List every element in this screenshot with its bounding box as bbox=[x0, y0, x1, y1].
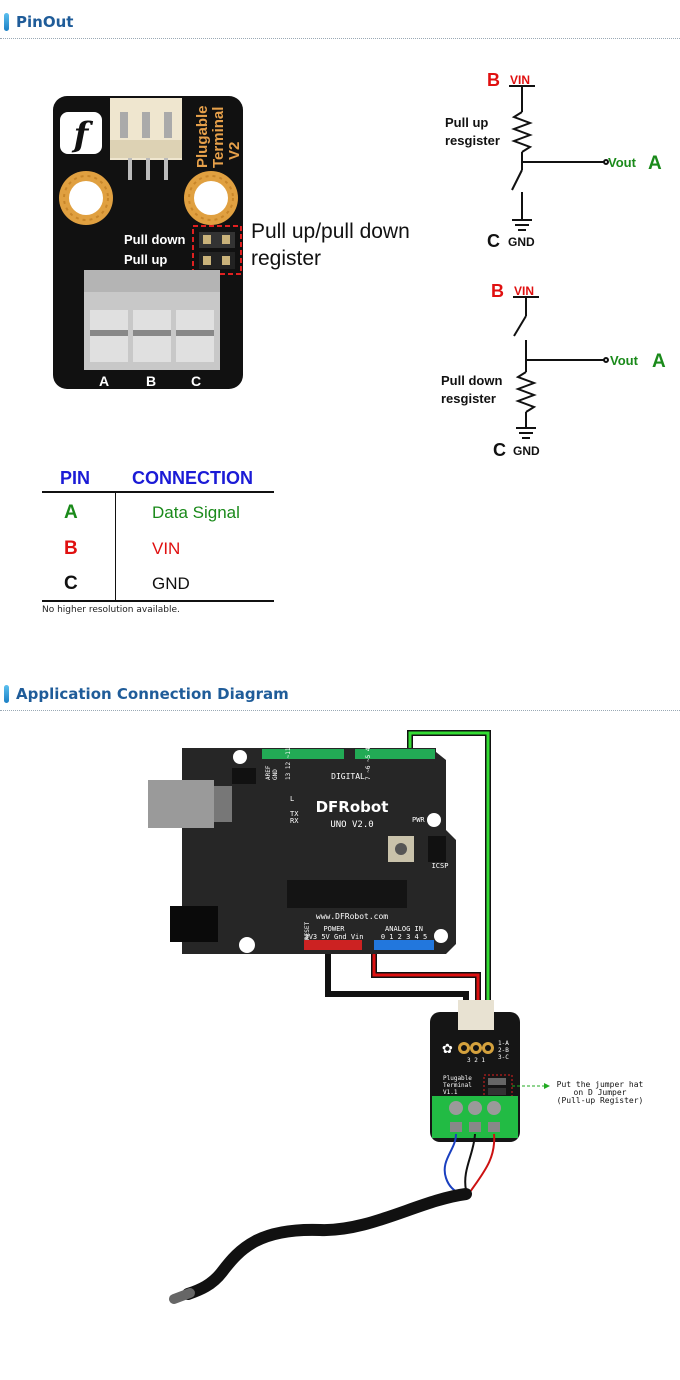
digital-header-1 bbox=[262, 749, 344, 759]
callout-line1: Pull up/pull down bbox=[251, 220, 410, 243]
arduino-icsp-label: ICSP bbox=[432, 862, 449, 870]
pin-table-divider bbox=[115, 491, 116, 601]
pin-table-conn-b: VIN bbox=[152, 539, 181, 558]
usb-connector bbox=[148, 780, 214, 828]
pullup-schematic bbox=[509, 85, 609, 231]
terminal-label-c: C bbox=[191, 373, 201, 389]
pulldown-label-c: C bbox=[493, 440, 506, 460]
module-map-3: 3-C bbox=[498, 1054, 509, 1061]
probe-cable bbox=[182, 1188, 472, 1300]
jumper-label-pullup: Pull up bbox=[124, 252, 167, 267]
pin-table-note: No higher resolution available. bbox=[42, 605, 180, 615]
module-logo-icon: ✿ bbox=[442, 1042, 453, 1057]
module-name-1: Plugable bbox=[443, 1075, 472, 1082]
pullup-label-vout: Vout bbox=[608, 155, 637, 170]
arduino-model: UNO V2.0 bbox=[330, 820, 373, 830]
arduino-digital-pins-2: 7 ~6 ~5 4 ~3 2 TX 1 RX 0 bbox=[365, 693, 372, 780]
power-jack bbox=[170, 906, 218, 942]
pin-table-pin-b: B bbox=[64, 538, 78, 559]
module-name-2: Terminal bbox=[443, 1082, 472, 1089]
arduino-pwr-label: PWR bbox=[412, 816, 425, 824]
module-pin-numbers: 3 2 1 bbox=[467, 1057, 485, 1064]
arduino-brand: DFRobot bbox=[316, 798, 389, 816]
df-logo-icon bbox=[60, 112, 102, 154]
arduino-url: www.DFRobot.com bbox=[316, 912, 388, 921]
module-map-1: 1-A bbox=[498, 1040, 509, 1047]
arduino-tx-label: TX bbox=[290, 810, 299, 818]
arduino-power-pins: 3V3 5V Gnd Vin bbox=[304, 933, 363, 941]
wire-signal-green bbox=[408, 731, 490, 1006]
power-header bbox=[304, 940, 362, 950]
arduino-power-label: POWER bbox=[323, 925, 345, 933]
jumper-note-line1: Put the jumper hat bbox=[557, 1080, 644, 1089]
pullup-label-gnd: GND bbox=[508, 235, 535, 249]
arduino-reset-label: RESET bbox=[304, 922, 311, 940]
wire-vin-red bbox=[372, 946, 480, 1006]
pullup-label-c: C bbox=[487, 231, 500, 251]
board-title-line2: Terminal bbox=[210, 107, 227, 168]
module-version: V1.1 bbox=[443, 1089, 458, 1096]
pulldown-res-line2: resgister bbox=[441, 391, 496, 406]
board-title-line1: Plugable bbox=[194, 105, 211, 168]
jumper-label-pulldown: Pull down bbox=[124, 232, 185, 247]
callout-line2: register bbox=[251, 247, 321, 270]
pin-table: PIN CONNECTION A Data Signal B VIN C GND bbox=[42, 462, 274, 604]
section-marker-icon bbox=[4, 685, 9, 703]
pin-table-bottom-rule bbox=[42, 600, 274, 602]
arduino-digital-label: DIGITAL bbox=[331, 772, 365, 781]
arduino-digital-pins-1: 13 12 ~11 ~10 ~9 8 bbox=[285, 715, 292, 780]
analog-header bbox=[374, 940, 434, 950]
arduino-board: DFRobot UNO V2.0 www.DFRobot.com DIGITAL… bbox=[148, 693, 456, 954]
pulldown-label-vout: Vout bbox=[610, 353, 639, 368]
arduino-aref-label: AREF bbox=[265, 765, 272, 780]
pin-table-pin-c: C bbox=[64, 573, 78, 594]
pin-table-conn-c: GND bbox=[152, 574, 190, 593]
board-title-line3: V2 bbox=[226, 142, 243, 160]
pullup-res-line2: resgister bbox=[445, 133, 500, 148]
section-title-pinout: PinOut bbox=[16, 13, 74, 31]
probe-tip bbox=[169, 1288, 195, 1304]
arduino-analog-label: ANALOG IN bbox=[385, 925, 423, 933]
pulldown-label-b: B bbox=[491, 281, 504, 301]
pulldown-label-gnd: GND bbox=[513, 444, 540, 458]
svg-text:f: f bbox=[72, 115, 94, 155]
pullup-label-b: B bbox=[487, 70, 500, 90]
section-marker-icon bbox=[4, 13, 9, 31]
arduino-rx-label: RX bbox=[290, 817, 299, 825]
pulldown-schematic bbox=[513, 296, 609, 439]
terminal-label-b: B bbox=[146, 373, 156, 389]
pulldown-label-a: A bbox=[652, 351, 666, 372]
pulldown-label-vin: VIN bbox=[514, 284, 534, 298]
arduino-l-label: L bbox=[290, 795, 294, 803]
probe-wire-red bbox=[469, 1133, 496, 1193]
pin-table-pin-a: A bbox=[64, 502, 78, 523]
pullup-res-line1: Pull up bbox=[445, 115, 488, 130]
probe-wire-blue bbox=[443, 1133, 463, 1197]
module-map-2: 2-B bbox=[498, 1047, 509, 1054]
pullup-label-vin: VIN bbox=[510, 73, 530, 87]
digital-header-2 bbox=[355, 749, 435, 759]
arduino-gnd-label: GND bbox=[272, 769, 279, 780]
jumper-note-line3: (Pull-up Register) bbox=[557, 1096, 644, 1105]
section-title-application: Application Connection Diagram bbox=[16, 685, 289, 703]
pin-table-conn-a: Data Signal bbox=[152, 503, 240, 522]
terminal-label-a: A bbox=[99, 373, 109, 389]
pullup-label-a: A bbox=[648, 153, 662, 174]
arduino-analog-pins: 0 1 2 3 4 5 bbox=[381, 933, 427, 941]
pin-table-top-rule bbox=[42, 491, 274, 493]
jumper-note-line2: on D Jumper bbox=[574, 1088, 627, 1097]
application-section-header: Application Connection Diagram bbox=[0, 676, 680, 711]
module-connector bbox=[458, 1000, 494, 1030]
pin-table-header-pin: PIN bbox=[60, 468, 91, 488]
sensor-module: ✿ 3 2 1 1-A 2-B 3-C Plugable Terminal V1… bbox=[430, 1000, 520, 1142]
pin-table-header-connection: CONNECTION bbox=[132, 468, 253, 488]
pulldown-res-line1: Pull down bbox=[441, 373, 502, 388]
mcu-chip bbox=[287, 880, 407, 908]
pinout-section-header: PinOut bbox=[0, 4, 680, 39]
probe-wire-black bbox=[464, 1133, 476, 1191]
terminal-board: f Plugable Terminal V2 Pull down Pull up bbox=[53, 96, 243, 389]
